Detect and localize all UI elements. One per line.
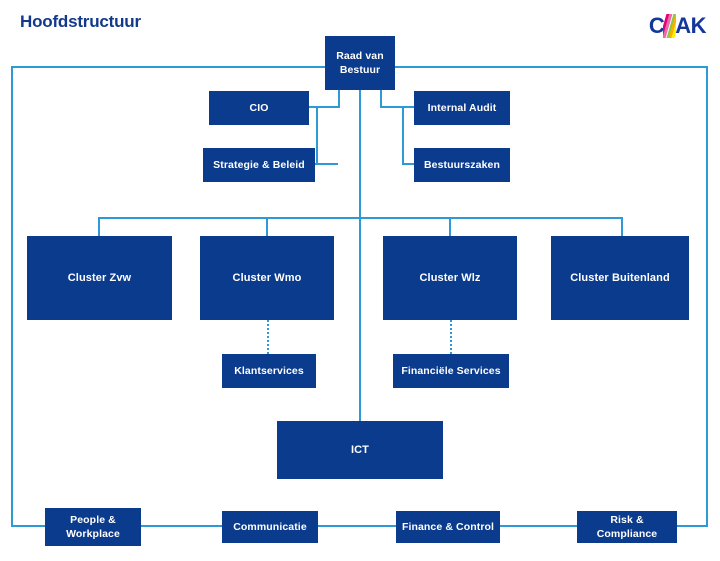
node-finance-control[interactable]: Finance & Control xyxy=(396,511,500,543)
node-ict[interactable]: ICT xyxy=(277,421,443,479)
connector-strategie-elbow xyxy=(315,163,338,165)
connector-left-staff-drop xyxy=(316,106,318,165)
node-internal-audit[interactable]: Internal Audit xyxy=(414,91,510,125)
node-label-line2: Bestuur xyxy=(339,64,381,76)
node-cluster-wmo[interactable]: Cluster Wmo xyxy=(200,236,334,320)
cak-logo-text: C A K xyxy=(648,13,707,38)
node-risk-compliance[interactable]: Risk & Compliance xyxy=(577,511,677,543)
frame-bottom-line xyxy=(11,525,708,527)
node-financiele-services[interactable]: Financiële Services xyxy=(393,354,509,388)
node-cluster-wlz[interactable]: Cluster Wlz xyxy=(383,236,517,320)
connector-left-staff-stem xyxy=(338,90,340,108)
connector-internal-audit-elbow xyxy=(380,106,414,108)
node-communicatie[interactable]: Communicatie xyxy=(222,511,318,543)
cak-logo: C A K xyxy=(648,13,707,39)
connector-bestuurszaken-elbow xyxy=(402,163,416,165)
connector-cio-elbow xyxy=(309,106,340,108)
logo-letter-c: C xyxy=(648,13,665,38)
connector-cluster-buitenland-drop xyxy=(621,217,623,236)
node-klantservices[interactable]: Klantservices xyxy=(222,354,316,388)
node-strategie-beleid[interactable]: Strategie & Beleid xyxy=(203,148,315,182)
node-label-line1: People & xyxy=(70,513,116,526)
connector-spine-vertical xyxy=(359,90,361,421)
connector-right-staff-stem xyxy=(380,90,382,108)
node-cluster-zvw[interactable]: Cluster Zvw xyxy=(27,236,172,320)
node-cio[interactable]: CIO xyxy=(209,91,309,125)
connector-cluster-bar xyxy=(98,217,623,219)
page-title: Hoofdstructuur xyxy=(20,12,141,31)
frame-right-line xyxy=(706,66,708,527)
node-label-line1: Raad van xyxy=(336,49,384,62)
node-label-line2: Workplace xyxy=(66,528,120,540)
connector-cluster-zvw-drop xyxy=(98,217,100,236)
logo-letter-a: A xyxy=(675,13,691,38)
logo-slash-icon xyxy=(663,14,677,38)
connector-cluster-wlz-drop xyxy=(449,217,451,236)
node-cluster-buitenland[interactable]: Cluster Buitenland xyxy=(551,236,689,320)
connector-klantservices-dotted xyxy=(267,320,269,354)
connector-right-staff-drop xyxy=(402,106,404,165)
logo-letter-k: K xyxy=(690,13,707,38)
connector-financiele-services-dotted xyxy=(450,320,452,354)
frame-left-line xyxy=(11,66,13,527)
node-raad-van-bestuur[interactable]: Raad van Bestuur xyxy=(325,36,395,90)
node-people-workplace[interactable]: People & Workplace xyxy=(45,508,141,546)
connector-cluster-wmo-drop xyxy=(266,217,268,236)
node-bestuurszaken[interactable]: Bestuurszaken xyxy=(414,148,510,182)
